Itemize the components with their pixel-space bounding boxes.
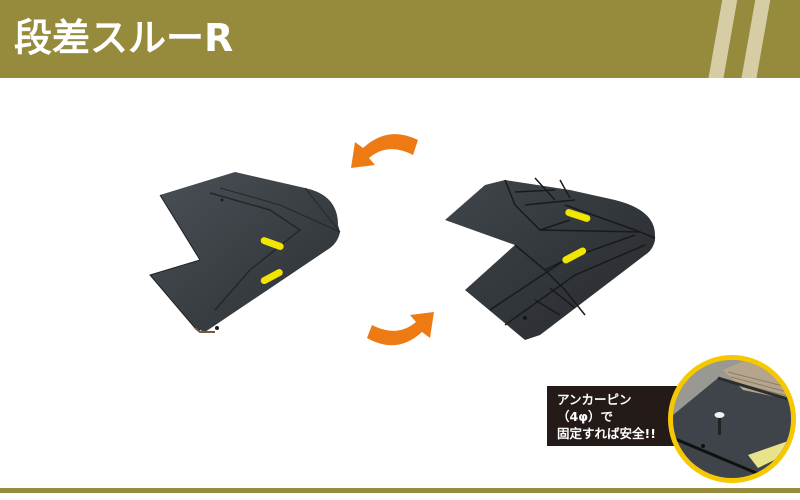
decorative-stripe [706,0,739,78]
callout-line: （4φ）で [557,409,613,424]
anchor-pin [718,415,721,435]
reflector [562,247,587,264]
header-banner: 段差スルーR [0,0,800,78]
reflector [260,237,284,250]
reflector [565,209,591,222]
anchor-pin-detail-image [668,355,796,483]
decorative-stripe [739,0,772,78]
anchor-pin-callout: アンカーピン （4φ）で 固定すれば安全!! [547,386,682,446]
reflector [748,440,791,468]
footer-divider [0,488,800,493]
product-image-corner-ramp-plain [149,172,341,333]
page-title: 段差スルーR [14,16,234,60]
product-image-corner-ramp-grooved [445,177,656,340]
rotate-right-arrow-icon [367,312,434,346]
callout-line: アンカーピン [557,392,632,407]
callout-line: 固定すれば安全!! [557,426,656,441]
reflector [260,269,283,285]
rotate-left-arrow-icon [351,134,418,168]
